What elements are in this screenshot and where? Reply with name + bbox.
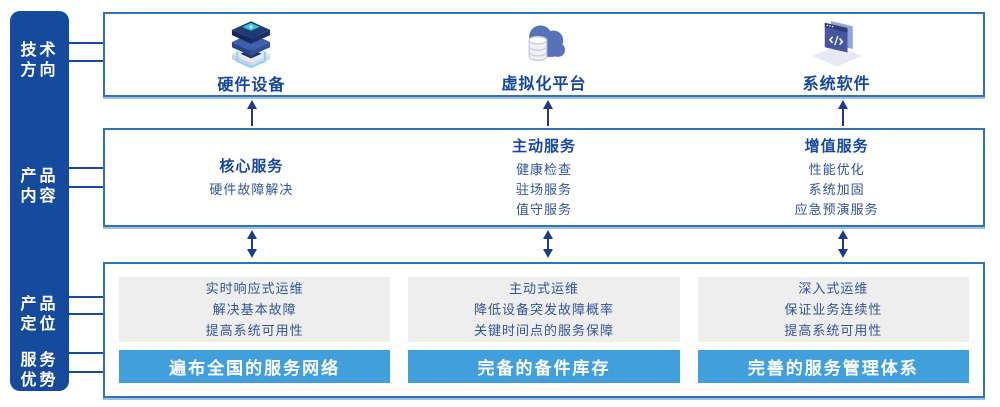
software-window-icon <box>812 21 862 67</box>
positioning-line: 保证业务连续性 <box>784 302 883 317</box>
up-arrow <box>837 100 849 126</box>
advantage-bar: 完善的服务管理体系 <box>697 350 969 383</box>
service-title: 主动服务 <box>512 138 577 155</box>
positioning-line: 提高系统可用性 <box>784 323 883 338</box>
sidebar-label-service-advantage: 服务 优势 <box>20 352 59 389</box>
server-stack-icon <box>232 21 271 68</box>
positioning-panel: 深入式运维 保证业务连续性 提高系统可用性 <box>697 277 969 342</box>
up-arrow <box>542 100 554 126</box>
positioning-line: 深入式运维 <box>798 281 869 296</box>
sidebar-label-product-position: 产品 定位 <box>20 296 59 333</box>
tech-label: 硬件设备 <box>217 77 286 94</box>
tech-column-software: 系统软件 <box>690 14 983 95</box>
tech-label: 虚拟化平台 <box>501 76 587 93</box>
connector-line <box>66 296 105 298</box>
positioning-line: 实时响应式运维 <box>205 281 304 296</box>
connector-line <box>66 167 105 169</box>
sidebar-label-tech-direction: 技术 方向 <box>20 42 59 79</box>
advantage-bar: 遍布全国的服务网络 <box>119 350 391 383</box>
service-title: 核心服务 <box>219 158 284 175</box>
connector-line <box>66 42 105 44</box>
positioning-line: 提高系统可用性 <box>205 323 304 338</box>
tech-column-hardware: 硬件设备 <box>105 14 398 95</box>
positioning-advantage-box: 实时响应式运维 解决基本故障 提高系统可用性 遍布全国的服务网络 主动式运维 降… <box>103 262 985 398</box>
positioning-panel: 主动式运维 降低设备突发故障概率 关键时间点的服务保障 <box>408 277 680 342</box>
tech-direction-box: 硬件设备 虚拟化平台 <box>103 12 985 97</box>
connector-line <box>66 371 105 373</box>
connector-line <box>66 313 105 315</box>
product-content-box: 核心服务 硬件故障解决 主动服务 健康检查 驻场服务 值守服务 增值服务 性能优… <box>103 128 985 227</box>
category-sidebar: 技术 方向 产品 内容 产品 定位 服务 优势 <box>10 11 69 391</box>
service-title: 增值服务 <box>804 138 869 155</box>
service-column-core: 核心服务 硬件故障解决 <box>105 130 398 225</box>
advantage-bar: 完备的备件库存 <box>408 350 680 383</box>
double-arrow <box>542 230 554 258</box>
positioning-line: 降低设备突发故障概率 <box>473 302 614 317</box>
service-item: 硬件故障解决 <box>209 182 294 197</box>
positioning-panel: 实时响应式运维 解决基本故障 提高系统可用性 <box>119 277 391 342</box>
connector-line <box>66 186 105 188</box>
up-arrow <box>246 100 258 126</box>
cloud-database-icon <box>528 25 565 62</box>
tech-label: 系统软件 <box>802 76 871 93</box>
positioning-line: 主动式运维 <box>508 281 579 296</box>
positioning-column-proactive: 主动式运维 降低设备突发故障概率 关键时间点的服务保障 完备的备件库存 <box>408 277 680 383</box>
service-column-proactive: 主动服务 健康检查 驻场服务 值守服务 <box>398 130 691 225</box>
sidebar-label-product-content: 产品 内容 <box>20 168 59 205</box>
service-item: 应急预演服务 <box>794 202 879 217</box>
connector-line <box>66 352 105 354</box>
positioning-line: 解决基本故障 <box>212 302 297 317</box>
tech-column-virtualization: 虚拟化平台 <box>398 14 691 95</box>
connector-line <box>66 60 105 62</box>
service-item: 健康检查 <box>516 162 573 177</box>
positioning-line: 关键时间点的服务保障 <box>473 323 614 338</box>
double-arrow <box>837 230 849 258</box>
positioning-column-realtime: 实时响应式运维 解决基本故障 提高系统可用性 遍布全国的服务网络 <box>119 277 391 383</box>
service-item: 系统加固 <box>808 182 865 197</box>
service-item: 性能优化 <box>808 162 865 177</box>
positioning-column-indepth: 深入式运维 保证业务连续性 提高系统可用性 完善的服务管理体系 <box>697 277 969 383</box>
double-arrow <box>246 230 258 258</box>
service-item: 值守服务 <box>516 202 573 217</box>
service-item: 驻场服务 <box>516 182 573 197</box>
service-column-value-added: 增值服务 性能优化 系统加固 应急预演服务 <box>690 130 983 225</box>
